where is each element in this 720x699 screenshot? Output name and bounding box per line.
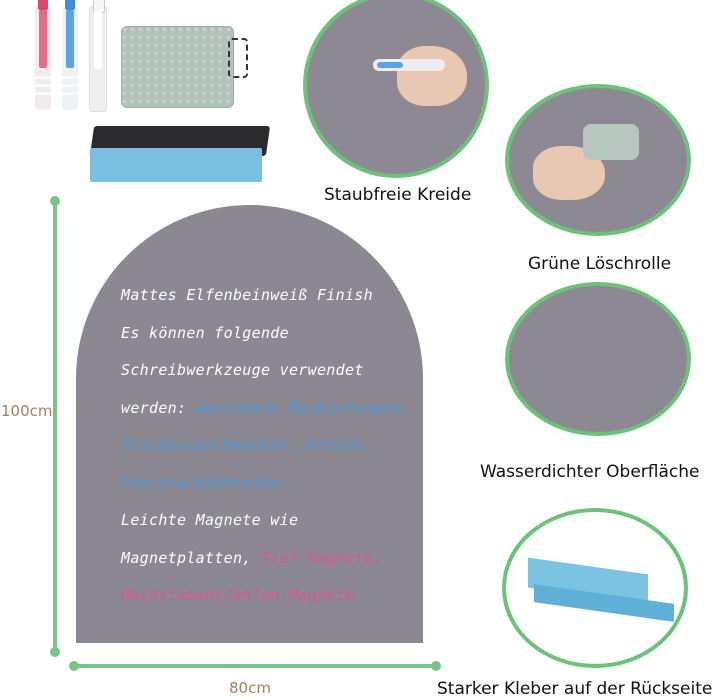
chalk-photo (303, 0, 489, 178)
blue-chalk-marker (62, 0, 78, 110)
board-text-segment: Tier-Magnete, (260, 548, 383, 567)
board-eraser-handle (90, 148, 262, 182)
height-dimension-line (53, 200, 57, 652)
board-text-line: Mattes Elfenbeinweiß Finish (121, 286, 373, 304)
height-dimension-bottom (50, 647, 60, 657)
width-dimension-line (73, 664, 437, 668)
hand (397, 46, 467, 106)
board-text-line: Trockenwischmarker, Kreide, (121, 436, 373, 454)
width-dimension-left (69, 661, 79, 671)
board-text-line: Es können folgende (121, 324, 289, 342)
chalkboard-arch (76, 205, 423, 643)
board-text-segment: Feuchtwischkreide. (121, 473, 289, 492)
eraser-photo (505, 84, 691, 236)
board-text-line: Feuchtwischkreide. (121, 474, 289, 492)
sponge-in-hand (583, 124, 639, 160)
board-text-segment: Mattes Elfenbeinweiß Finish (121, 286, 373, 304)
width-dimension-right (431, 661, 441, 671)
chalk-stick (373, 59, 445, 71)
board-text-line: Schreibwerkzeuge verwendet (121, 361, 364, 379)
height-dimension-top (50, 196, 60, 206)
board-text-segment: Buchstaben/Zahlen-Magnete (121, 586, 355, 604)
board-text-segment: Schreibwerkzeuge verwendet (121, 361, 364, 379)
board-text-line: werden: waschbare Markierungen, (121, 399, 410, 417)
board-text-line: Buchstaben/Zahlen-Magnete (121, 586, 354, 604)
adhesive-photo (502, 508, 688, 668)
eraser-label: Grüne Löschrolle (528, 254, 672, 274)
board-text-line: Leichte Magnete wie (121, 511, 298, 529)
chalk-label: Staubfreie Kreide (324, 185, 472, 205)
board-text-line: Magnetplatten, Tier-Magnete, (121, 549, 382, 567)
board-text-segment: waschbare Markierungen, (195, 398, 411, 417)
board-text-segment: Es können folgende (121, 323, 289, 342)
board-text-segment: werden: (121, 398, 196, 417)
white-chalk-marker (89, 0, 107, 112)
board-text-segment: Magnetplatten, (121, 548, 261, 567)
board-text-segment: Leichte Magnete wie (121, 511, 299, 529)
pink-chalk-marker (35, 0, 51, 110)
adhesive-label: Starker Kleber auf der Rückseite (437, 679, 713, 699)
eraser-sponge (121, 26, 234, 108)
board-text-segment: Trockenwischmarker, Kreide, (121, 436, 373, 454)
waterproof-label: Wasserdichter Oberfläche (480, 462, 700, 482)
width-label: 80cm (229, 679, 271, 697)
height-label: 100cm (1, 402, 53, 420)
waterproof-photo (505, 282, 691, 436)
sponge-strap (228, 38, 248, 78)
